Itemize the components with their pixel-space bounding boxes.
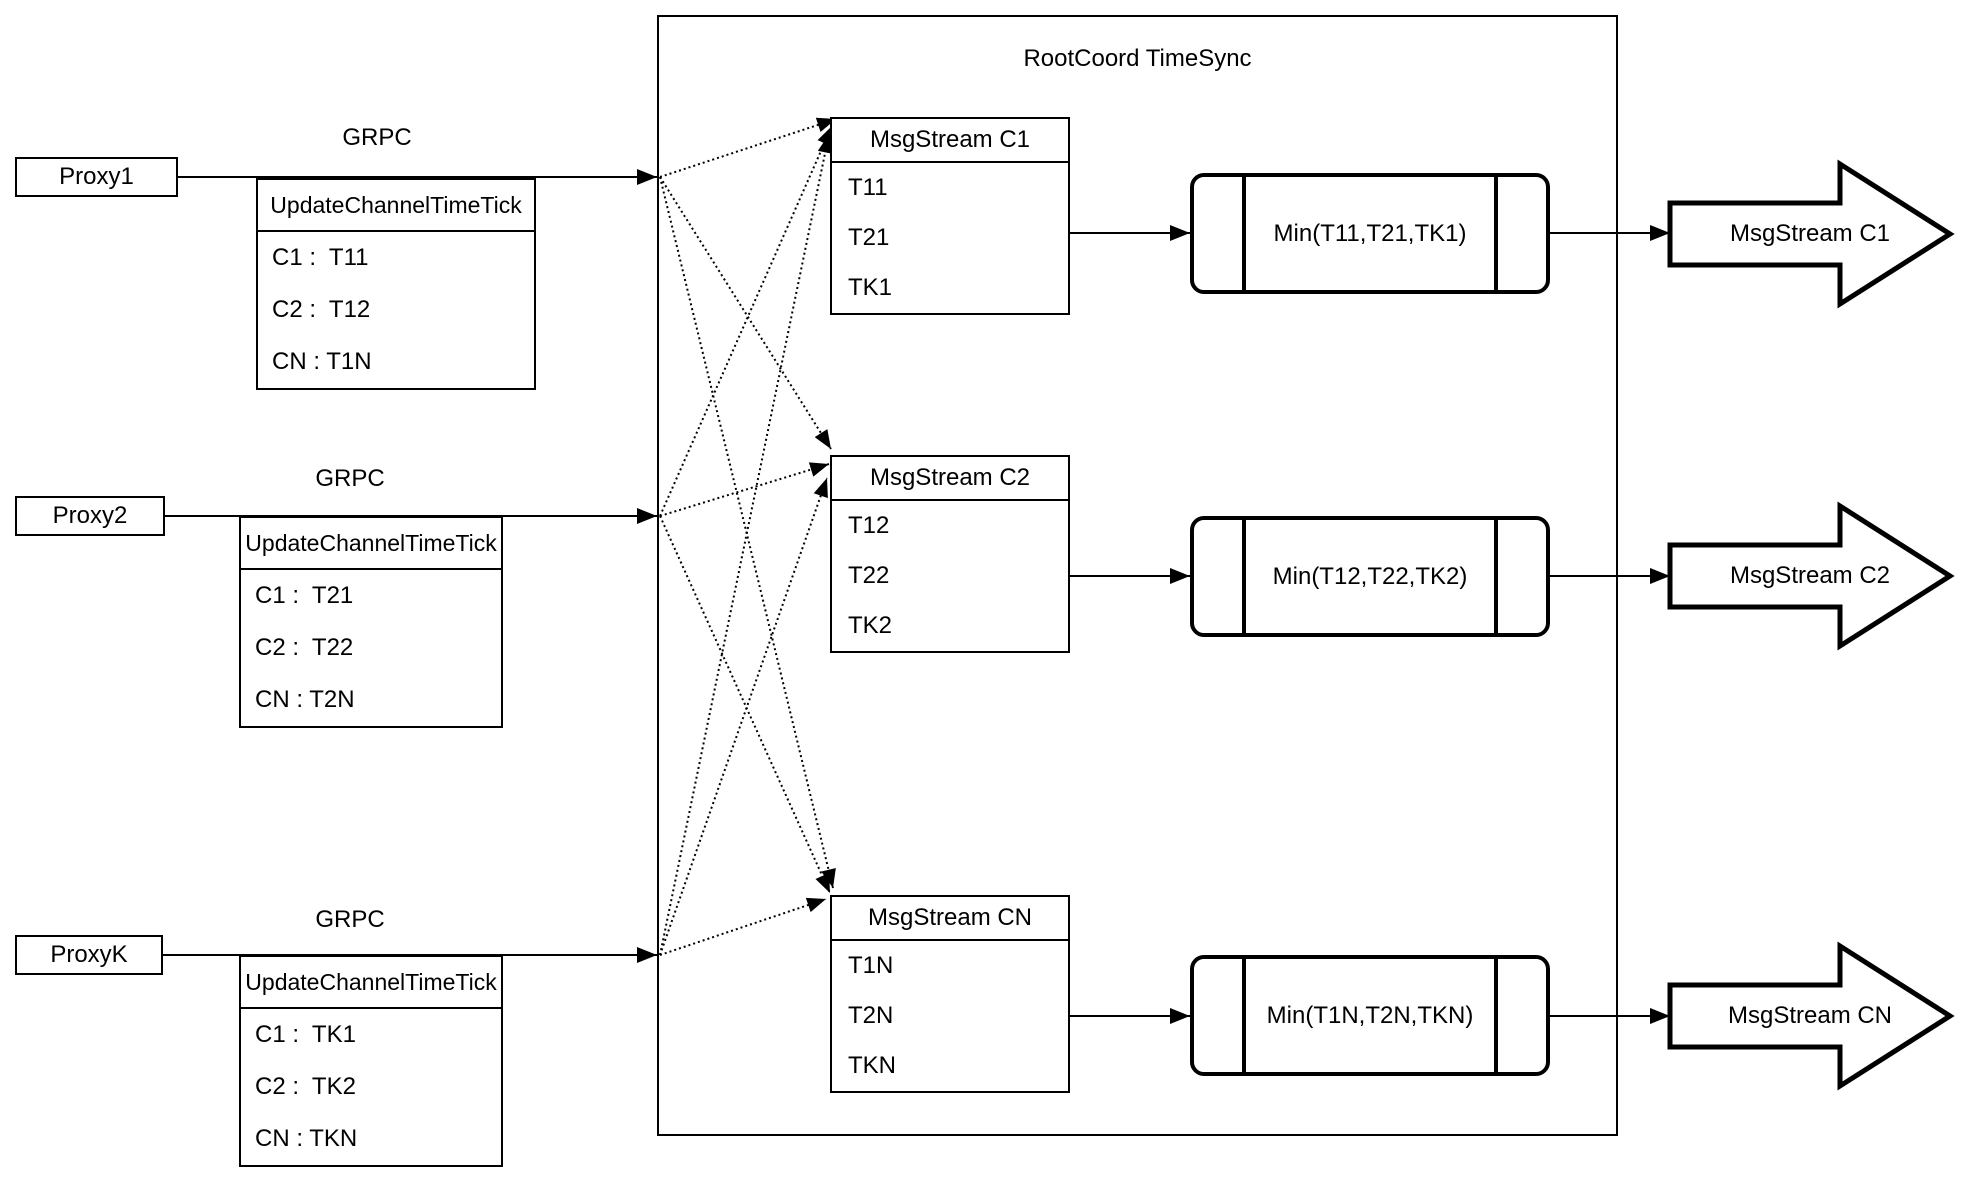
fanout-arrow-pk-cn [659,897,827,956]
pipeline-divider-left [1242,177,1246,290]
pipeline-divider-left [1242,520,1246,633]
request-table-header: UpdateChannelTimeTick [258,180,534,232]
fanout-arrow-p1-c1 [659,117,837,178]
fanout-arrow-p2-c1 [659,125,833,517]
update-channel-timetick-table-3: UpdateChannelTimeTick C1 : TK1 C2 : TK2 … [239,955,503,1167]
output-arrow-label-c1: MsgStream C1 [1729,220,1891,247]
msgstream-entry: T1N [848,952,894,979]
msgstream-table-c2: MsgStream C2 T12 T22 TK2 [830,455,1070,653]
request-entry: C2 : T12 [272,296,371,323]
msgstream-entry: T21 [848,224,890,251]
rootcoord-timesync-container: RootCoord TimeSync [657,15,1618,1136]
msgstream-table-header: MsgStream C2 [832,457,1068,501]
request-entry: CN : TKN [255,1125,358,1152]
output-arrow-label-c2: MsgStream C2 [1729,562,1891,589]
msgstream-table-header: MsgStream C1 [832,119,1068,163]
rootcoord-timesync-title: RootCoord TimeSync [1023,45,1252,72]
proxy-box-2: Proxy2 [15,496,165,536]
update-channel-timetick-table-2: UpdateChannelTimeTick C1 : T21 C2 : T22 … [239,516,503,728]
min-function-label: Min(T1N,T2N,TKN) [1266,1001,1474,1029]
min-function-box-cn: Min(T1N,T2N,TKN) [1190,955,1550,1076]
output-arrow-shape-cn [1667,941,1955,1091]
min-function-label: Min(T11,T21,TK1) [1273,219,1467,247]
update-channel-timetick-table-1: UpdateChannelTimeTick C1 : T11 C2 : T12 … [256,178,536,390]
output-arrow-shape-c2 [1667,501,1955,651]
min-function-label: Min(T12,T22,TK2) [1272,562,1468,590]
fanout-arrow-p1-c2 [659,176,832,450]
grpc-label-1: GRPC [342,124,412,151]
request-entry: C1 : T21 [255,582,354,609]
pipeline-divider-left [1242,959,1246,1072]
request-entry: C1 : T11 [272,244,369,271]
request-entry: CN : T2N [255,686,355,713]
proxy-box-1: Proxy1 [15,157,178,197]
msgstream-entry: TKN [848,1052,896,1079]
request-entry: CN : T1N [272,348,372,375]
request-table-header: UpdateChannelTimeTick [241,518,501,570]
msgstream-entry: TK1 [848,274,893,301]
min-function-box-c1: Min(T11,T21,TK1) [1190,173,1550,294]
msgstream-table-c1: MsgStream C1 T11 T21 TK1 [830,117,1070,315]
fanout-arrow-p2-cn [659,515,831,894]
msgstream-entry: T12 [848,512,890,539]
min-function-box-c2: Min(T12,T22,TK2) [1190,516,1550,637]
grpc-label-2: GRPC [315,465,385,492]
request-entry: C1 : TK1 [255,1021,356,1048]
msgstream-table-cn: MsgStream CN T1N T2N TKN [830,895,1070,1093]
msgstream-entry: TK2 [848,612,893,639]
pipeline-divider-right [1494,177,1498,290]
pipeline-divider-right [1494,959,1498,1072]
request-entry: C2 : T22 [255,634,354,661]
proxy-box-k: ProxyK [15,935,163,975]
msgstream-table-header: MsgStream CN [832,897,1068,941]
pipeline-divider-right [1494,520,1498,633]
proxy-label: Proxy1 [59,163,134,190]
msgstream-entry: T22 [848,562,890,589]
fanout-arrow-pk-c2 [659,477,828,956]
msgstream-entry: T2N [848,1002,894,1029]
proxy-label: ProxyK [50,941,128,968]
output-arrow-shape-c1 [1667,159,1955,309]
msgstream-entry: T11 [848,174,888,201]
output-arrow-label-cn: MsgStream CN [1727,1002,1893,1029]
request-table-header: UpdateChannelTimeTick [241,957,501,1009]
grpc-label-3: GRPC [315,906,385,933]
request-entry: C2 : TK2 [255,1073,356,1100]
proxy-label: Proxy2 [52,502,128,529]
